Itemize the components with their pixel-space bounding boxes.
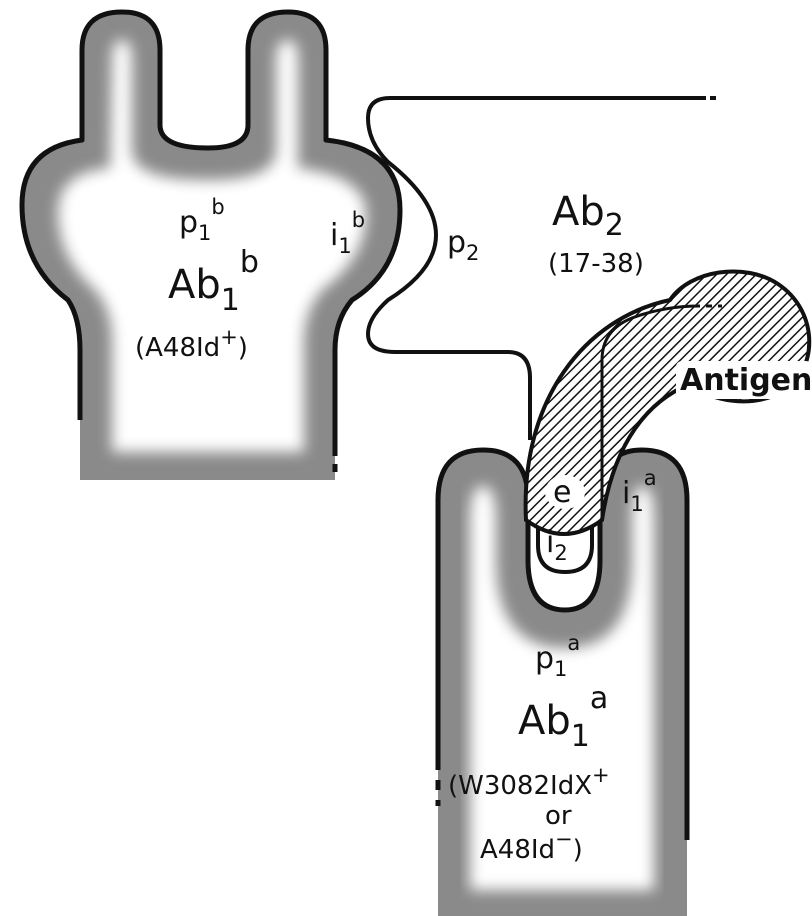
- ab2-paratope-label: p2: [447, 225, 479, 265]
- antigen-label: Antigen: [680, 363, 812, 398]
- ab2-name-label: Ab2: [552, 189, 624, 243]
- epitope-e-label: e: [553, 475, 571, 510]
- ab2-clone-label: (17-38): [548, 249, 644, 279]
